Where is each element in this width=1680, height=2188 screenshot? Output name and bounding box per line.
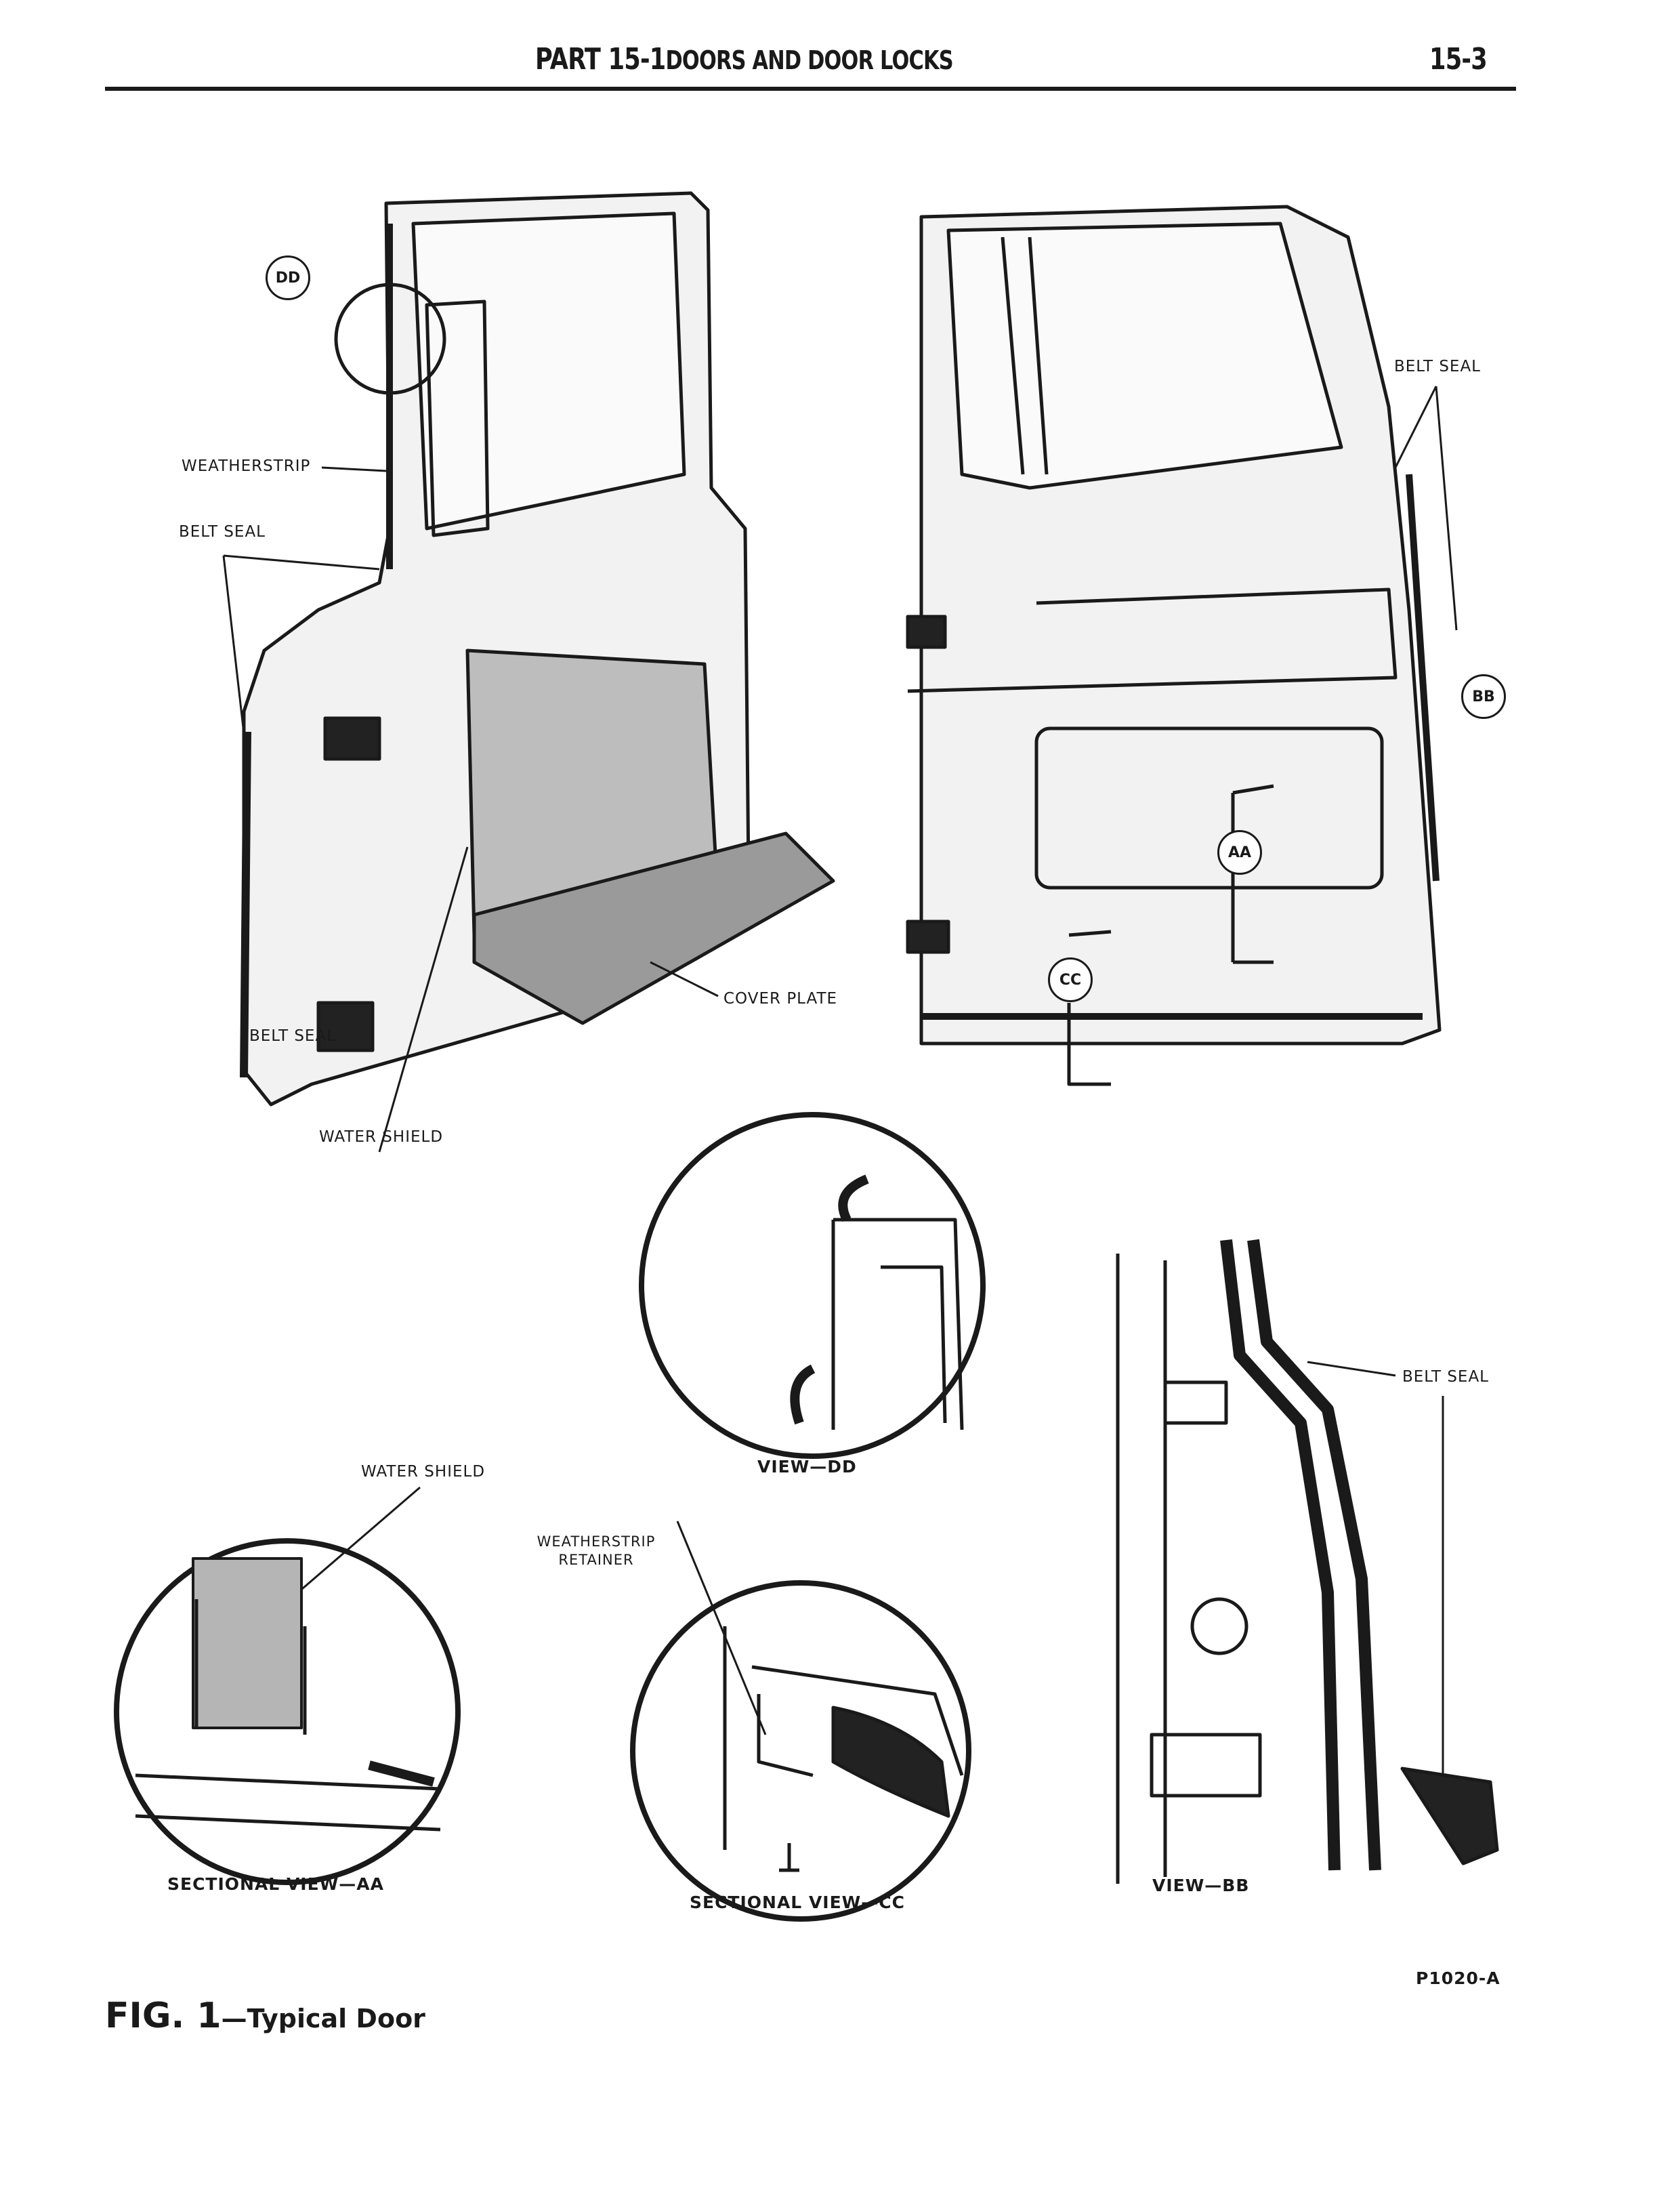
- section-title: DOORS AND DOOR LOCKS: [665, 45, 953, 75]
- view-dd-detail: [831, 1218, 964, 1430]
- label-weatherstrip: WEATHERSTRIP: [182, 457, 311, 475]
- right-door-drawing: [906, 205, 1442, 1086]
- label-belt-seal: BELT SEAL: [179, 523, 266, 541]
- caption-sectional-view-cc: SECTIONAL VIEW—CC: [690, 1893, 905, 1912]
- leader-lines: [222, 386, 1458, 1789]
- running-header: PART 15-1DOORS AND DOOR LOCKS: [535, 42, 954, 77]
- label-water-shield: WATER SHIELD: [361, 1463, 486, 1481]
- left-door-drawing: [240, 191, 835, 1107]
- label-water-shield: WATER SHIELD: [319, 1128, 444, 1146]
- page-number: 15-3: [1429, 42, 1488, 77]
- callout-dd: DD: [266, 255, 310, 300]
- label-belt-seal: BELT SEAL: [249, 1027, 336, 1045]
- caption-sectional-view-aa: SECTIONAL VIEW—AA: [167, 1874, 384, 1894]
- caption-view-dd: VIEW—DD: [757, 1457, 857, 1477]
- callout-aa: AA: [1217, 830, 1262, 875]
- label-weatherstrip-retainer: WEATHERSTRIP RETAINER: [528, 1533, 664, 1569]
- label-belt-seal: BELT SEAL: [1402, 1368, 1489, 1386]
- caption-view-bb: VIEW—BB: [1152, 1876, 1250, 1895]
- figure-caption: FIG. 1—Typical Door: [105, 1996, 425, 2036]
- callout-cc: CC: [1048, 957, 1093, 1002]
- view-bb-drawing: [1116, 1239, 1499, 1884]
- label-line: WEATHERSTRIP: [537, 1533, 656, 1550]
- sectional-cc-circle: [630, 1580, 971, 1922]
- sectional-aa-circle: [114, 1538, 461, 1885]
- header-rule: [105, 87, 1516, 91]
- callout-bb: BB: [1461, 674, 1506, 719]
- label-cover-plate: COVER PLATE: [723, 990, 838, 1008]
- figure-code: P1020-A: [1416, 1968, 1500, 1988]
- view-dd-circle: [639, 1112, 986, 1459]
- label-belt-seal: BELT SEAL: [1394, 358, 1481, 375]
- figure-title: —Typical Door: [221, 2004, 425, 2034]
- figure-number: FIG. 1: [105, 1996, 222, 2036]
- part-number: PART 15-1: [535, 42, 666, 77]
- label-line: RETAINER: [558, 1552, 634, 1568]
